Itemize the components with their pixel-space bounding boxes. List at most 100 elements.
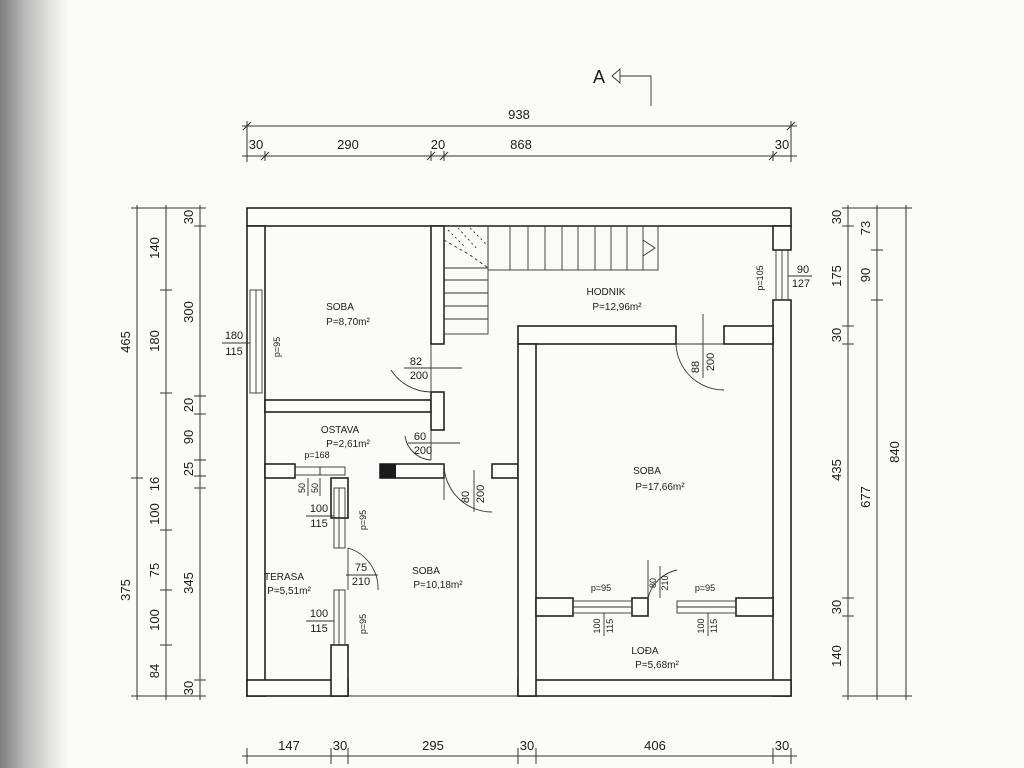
doors bbox=[347, 343, 725, 599]
room-soba1-name: SOBA bbox=[326, 302, 354, 313]
section-marker: A bbox=[593, 67, 652, 106]
room-soba3-name: SOBA bbox=[412, 566, 440, 577]
dim-bottom-1: 147 bbox=[278, 738, 300, 753]
dim-right-inner-5: 30 bbox=[829, 600, 844, 614]
dim-right-inner-1: 30 bbox=[829, 210, 844, 224]
win-ter2-top: 100 bbox=[310, 608, 328, 620]
stair-arrow-icon bbox=[642, 239, 656, 257]
right-dimensions: 30 175 30 435 30 140 73 90 677 840 bbox=[829, 205, 912, 700]
dim-left-inner-5: 25 bbox=[181, 462, 196, 476]
dim-right-outer-1: 840 bbox=[887, 441, 902, 463]
win-loda1-p: p=95 bbox=[591, 583, 611, 593]
dim-left-inner-6: 16 bbox=[147, 477, 162, 491]
win-right-top: 90 bbox=[797, 264, 809, 276]
room-terasa-name: TERASA bbox=[264, 572, 304, 583]
dim-left-inner-4: 90 bbox=[181, 430, 196, 444]
win-mid-b: 50 bbox=[310, 483, 320, 493]
dim-top-room-left: 290 bbox=[337, 137, 359, 152]
dim-left-inner-7: 345 bbox=[181, 572, 196, 594]
room-ostava-name: OSTAVA bbox=[321, 425, 360, 436]
win-ter1-top: 100 bbox=[310, 503, 328, 515]
door-hall-h: 200 bbox=[475, 485, 487, 503]
dim-right-inner-3: 30 bbox=[829, 328, 844, 342]
dim-left-mid-4: 75 bbox=[147, 563, 162, 577]
win-right-p: p=105 bbox=[755, 265, 765, 290]
room-soba2-name: SOBA bbox=[633, 466, 661, 477]
win-left-top: 180 bbox=[225, 330, 243, 342]
win-loda2-b: 115 bbox=[709, 619, 719, 633]
dim-left-inner-1: 30 bbox=[181, 210, 196, 224]
room-terasa-area: P=5,51m² bbox=[267, 586, 311, 597]
dim-right-mid-3: 677 bbox=[858, 486, 873, 508]
win-mid-p: p=168 bbox=[304, 450, 329, 460]
door-loda-h: 210 bbox=[660, 575, 670, 590]
walls bbox=[246, 207, 792, 697]
room-labels: SOBA P=8,70m² HODNIK P=12,96m² OSTAVA P=… bbox=[264, 287, 685, 671]
section-arrow-icon bbox=[611, 68, 621, 84]
win-loda1-b: 115 bbox=[605, 619, 615, 633]
win-left-p: p=95 bbox=[272, 337, 282, 357]
door-ter-w: 75 bbox=[355, 562, 367, 574]
room-loda-name: LOĐA bbox=[631, 646, 659, 657]
section-marker-label: A bbox=[593, 67, 605, 87]
chimney-mark bbox=[380, 464, 396, 478]
dim-left-mid-6: 84 bbox=[147, 664, 162, 678]
dim-bottom-6: 30 bbox=[775, 738, 789, 753]
room-hodnik-name: HODNIK bbox=[587, 287, 626, 298]
dim-left-inner-2: 300 bbox=[181, 301, 196, 323]
dim-right-mid-2: 90 bbox=[858, 268, 873, 282]
dim-right-inner-4: 435 bbox=[829, 459, 844, 481]
dim-right-inner-2: 175 bbox=[829, 265, 844, 287]
win-ter1-bot: 115 bbox=[310, 518, 328, 530]
room-ostava-area: P=2,61m² bbox=[326, 439, 370, 450]
win-left-bot: 115 bbox=[225, 346, 243, 358]
win-loda2-p: p=95 bbox=[695, 583, 715, 593]
dim-bottom-5: 406 bbox=[644, 738, 666, 753]
dim-left-inner-3: 20 bbox=[181, 398, 196, 412]
dim-right-inner-6: 140 bbox=[829, 645, 844, 667]
dim-left-mid-3: 100 bbox=[147, 503, 162, 525]
door-hall-w: 80 bbox=[460, 491, 472, 503]
dim-bottom-2: 30 bbox=[333, 738, 347, 753]
door-soba2-h: 200 bbox=[705, 353, 717, 371]
dim-total-width: 938 bbox=[508, 107, 530, 122]
dim-top-wall-right: 30 bbox=[775, 137, 789, 152]
door-ostava-h: 200 bbox=[414, 445, 432, 457]
dim-bottom-4: 30 bbox=[520, 738, 534, 753]
bottom-dimensions: 147 30 295 30 406 30 bbox=[242, 738, 797, 764]
room-soba2-area: P=17,66m² bbox=[635, 482, 685, 493]
dim-left-outer-1: 465 bbox=[118, 331, 133, 353]
door-ter-h: 210 bbox=[352, 576, 370, 588]
room-soba1-area: P=8,70m² bbox=[326, 317, 370, 328]
dim-top-wall-left: 30 bbox=[249, 137, 263, 152]
dim-top-right-block: 868 bbox=[510, 137, 532, 152]
door-soba2-w: 88 bbox=[690, 361, 702, 373]
room-loda-area: P=5,68m² bbox=[635, 660, 679, 671]
top-dimensions: 938 30 290 20 868 30 bbox=[242, 107, 797, 162]
windows bbox=[249, 249, 789, 646]
win-right-bot: 127 bbox=[792, 278, 810, 290]
room-hodnik-area: P=12,96m² bbox=[592, 302, 642, 313]
win-ter1-p: p=95 bbox=[358, 510, 368, 530]
win-ter2-p: p=95 bbox=[358, 614, 368, 634]
door1-w: 82 bbox=[410, 356, 422, 368]
dim-bottom-3: 295 bbox=[422, 738, 444, 753]
win-ter2-bot: 115 bbox=[310, 623, 328, 635]
dim-right-mid-1: 73 bbox=[858, 221, 873, 235]
dim-top-partition: 20 bbox=[431, 137, 445, 152]
opening-labels: 180 115 p=95 82 200 60 200 80 200 88 200… bbox=[222, 264, 812, 636]
win-mid-a: 50 bbox=[297, 483, 307, 493]
door1-h: 200 bbox=[410, 370, 428, 382]
page-edge-shadow bbox=[0, 0, 70, 768]
dim-left-outer-2: 375 bbox=[118, 579, 133, 601]
door-loda-w: 80 bbox=[648, 578, 658, 588]
dim-left-mid-2: 180 bbox=[147, 330, 162, 352]
staircase bbox=[443, 225, 659, 335]
dim-left-mid-5: 100 bbox=[147, 609, 162, 631]
dim-left-mid-1: 140 bbox=[147, 237, 162, 259]
win-loda1-a: 100 bbox=[592, 618, 602, 633]
door-ostava-w: 60 bbox=[414, 431, 426, 443]
win-loda2-a: 100 bbox=[696, 618, 706, 633]
dim-left-inner-8: 30 bbox=[181, 681, 196, 695]
